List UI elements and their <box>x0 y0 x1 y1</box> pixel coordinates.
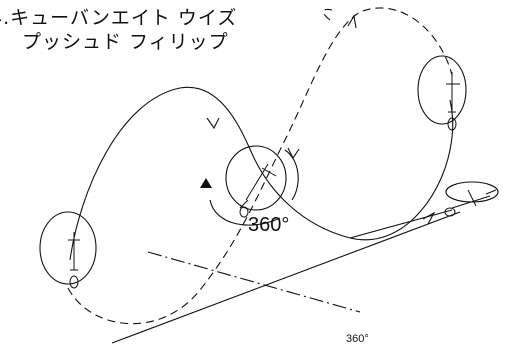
path-arrow-3 <box>422 211 436 225</box>
rotation-label-small: 360° <box>346 333 369 345</box>
rotation-arc <box>209 199 281 226</box>
dashed-flight-path <box>67 7 453 325</box>
path-arrow-4 <box>347 14 357 29</box>
exit-path <box>349 209 453 239</box>
position-circle-right <box>417 55 467 125</box>
path-arrow-2 <box>287 147 300 160</box>
dashed-loop-top <box>322 8 333 21</box>
ground-reference-line <box>111 211 461 344</box>
path-arrow-1 <box>206 117 220 130</box>
rotation-arc-outer <box>284 149 299 201</box>
position-circle-left <box>39 211 97 285</box>
center-axis-line <box>147 251 361 313</box>
helicopter-icon <box>239 163 277 218</box>
helicopter-icon <box>446 72 460 131</box>
title-line-2: プッシュド フィリップ <box>22 31 229 53</box>
title-line-1: 4.キューバンエイト ウイズ <box>0 7 238 29</box>
solid-flight-path <box>69 86 454 261</box>
helicopter-icon <box>444 189 497 217</box>
rotation-label: 360° <box>248 214 290 236</box>
rotation-arrow-icon <box>200 178 212 188</box>
position-circle-center <box>225 145 287 211</box>
helicopter-icon <box>68 232 80 289</box>
